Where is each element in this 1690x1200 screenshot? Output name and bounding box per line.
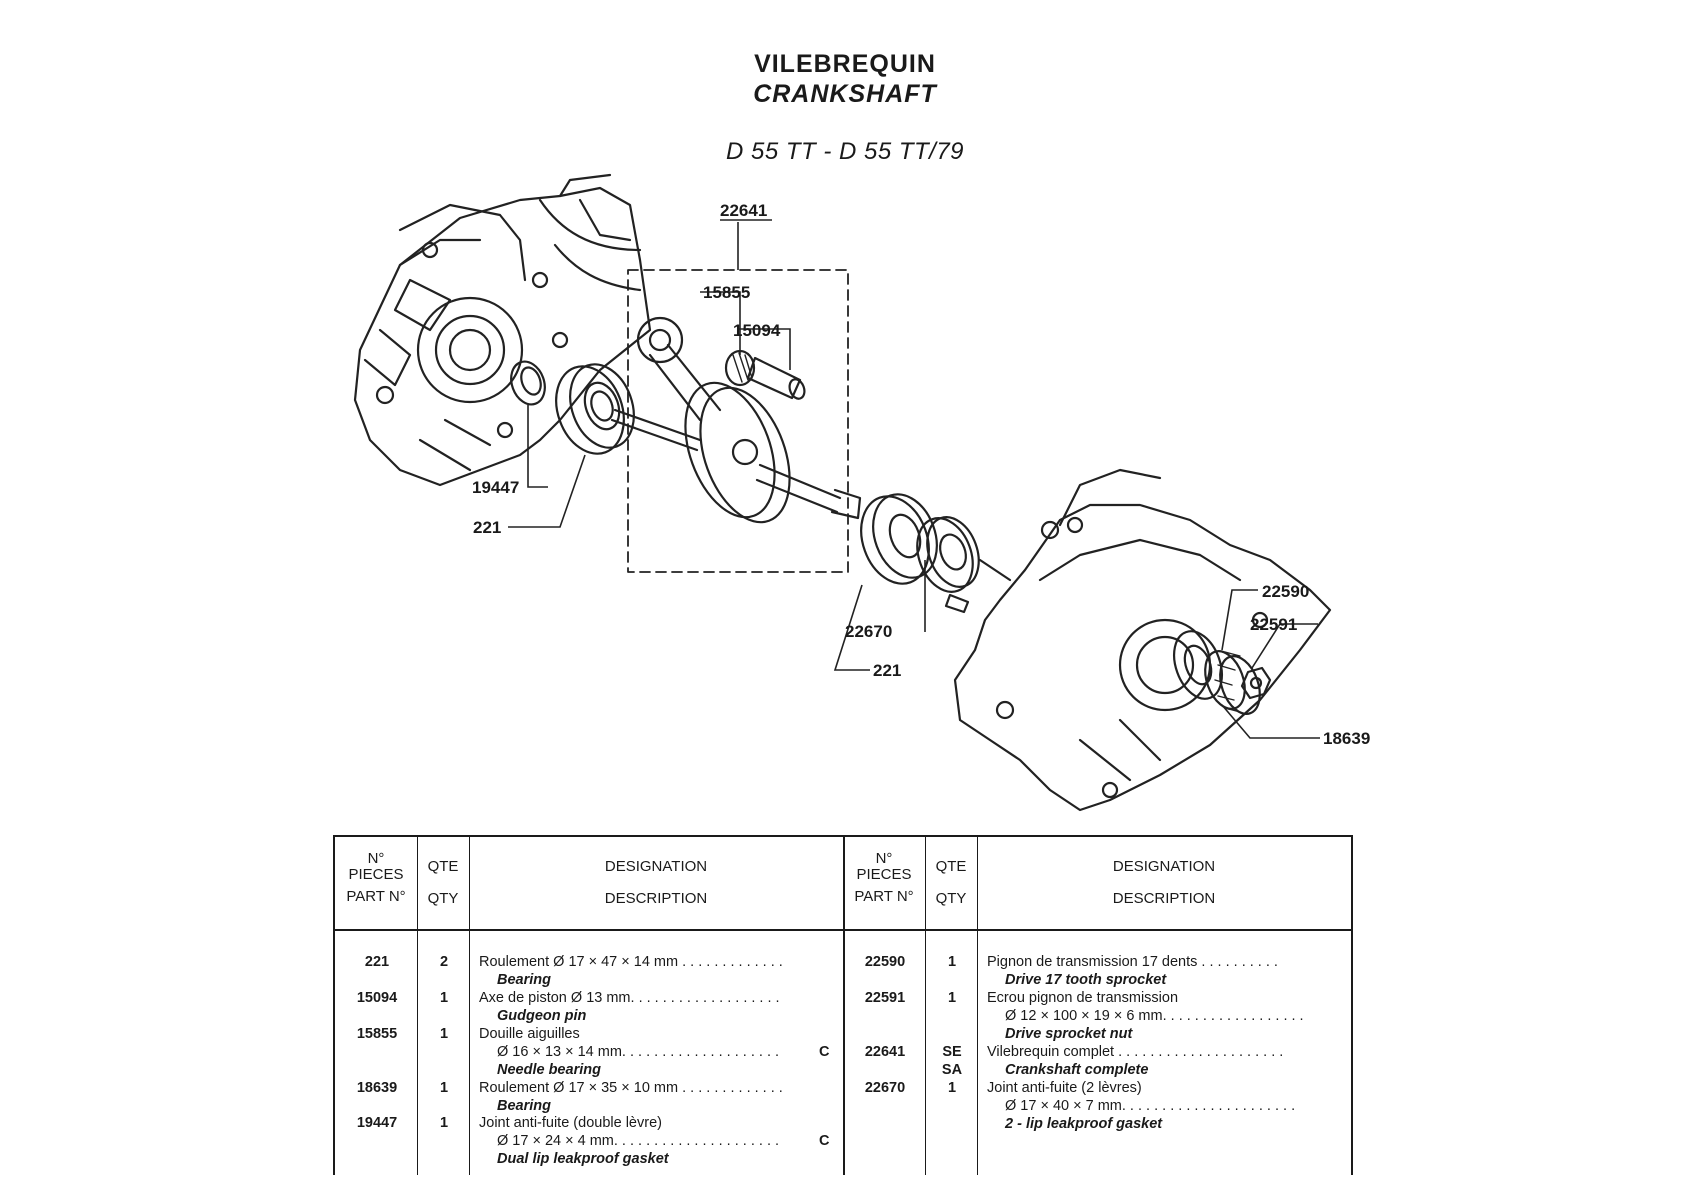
header-qty: QTE QTY <box>417 859 469 907</box>
quantity-line1: SE <box>942 1044 962 1060</box>
crankshaft <box>610 316 862 524</box>
callout-221-right: 221 <box>873 661 901 680</box>
part-number: 18639 <box>356 1080 398 1096</box>
part-number: 15094 <box>356 990 398 1006</box>
header-qty-fr: QTE <box>935 858 967 875</box>
quantity: SE SA <box>927 1043 977 1079</box>
description-en: Bearing <box>497 972 551 988</box>
part-number: 22590 <box>864 954 906 970</box>
callout-22590: 22590 <box>1262 582 1309 601</box>
header-part-no-line2: PIECES <box>856 866 912 883</box>
callout-15094: 15094 <box>733 321 781 340</box>
callout-22670: 22670 <box>845 622 892 641</box>
drive-sprocket-22590 <box>1204 650 1261 715</box>
designation-fr-dims: Ø 17 × 40 × 7 mm. . . . . . . . . . . . … <box>1005 1098 1296 1114</box>
callout-15855: 15855 <box>703 283 750 302</box>
header-designation-en: DESCRIPTION <box>604 890 708 907</box>
crankshaft-assembly-box <box>627 269 849 573</box>
description-en: Gudgeon pin <box>497 1008 587 1024</box>
designation-fr: Roulement Ø 17 × 47 × 14 mm . . . . . . … <box>479 954 783 970</box>
quantity: 1 <box>947 1080 957 1096</box>
callout-18639: 18639 <box>1323 729 1370 748</box>
part-number: 15855 <box>356 1026 398 1042</box>
description-en: Dual lip leakproof gasket <box>497 1151 669 1167</box>
header-part-no-line1: N° <box>367 850 385 867</box>
designation-fr: Pignon de transmission 17 dents . . . . … <box>987 954 1278 970</box>
description-en: Needle bearing <box>497 1062 601 1078</box>
sprocket-nut-22591 <box>1240 666 1272 700</box>
quantity: 1 <box>439 1115 449 1131</box>
quantity: 1 <box>947 954 957 970</box>
quantity: 1 <box>947 990 957 1006</box>
header-part-no-line2: PIECES <box>348 866 404 883</box>
col-divider <box>925 837 926 1175</box>
col-divider <box>843 837 845 1175</box>
header-designation: DESIGNATION DESCRIPTION <box>469 859 843 907</box>
designation-fr: Joint anti-fuite (double lèvre) <box>479 1115 662 1131</box>
designation-fr: Roulement Ø 17 × 35 × 10 mm . . . . . . … <box>479 1080 783 1096</box>
model-designation: D 55 TT - D 55 TT/79 <box>725 138 965 165</box>
designation-fr: Joint anti-fuite (2 lèvres) <box>987 1080 1142 1096</box>
description-en: Bearing <box>497 1098 551 1114</box>
code-letter: C <box>819 1044 830 1060</box>
designation-fr: Douille aiguilles <box>479 1026 580 1042</box>
title-fr: VILEBREQUIN <box>754 50 936 78</box>
header-qty-en: QTY <box>935 890 967 907</box>
designation-fr: Vilebrequin complet . . . . . . . . . . … <box>987 1044 1284 1060</box>
header-qty-right: QTE QTY <box>925 859 977 907</box>
callout-19447: 19447 <box>472 478 519 497</box>
callout-22591: 22591 <box>1250 615 1297 634</box>
designation-fr-dims: Ø 17 × 24 × 4 mm. . . . . . . . . . . . … <box>497 1133 780 1149</box>
header-part-no-en: PART N° <box>854 888 914 905</box>
description-en: Crankshaft complete <box>1005 1062 1149 1078</box>
bearing-18639 <box>1173 630 1223 700</box>
quantity: 1 <box>439 1080 449 1096</box>
callout-22641: 22641 <box>720 201 767 220</box>
header-part-no-right: N° PIECES PART N° <box>843 851 925 905</box>
part-number: 221 <box>364 954 390 970</box>
right-crankcase-half <box>953 468 1332 812</box>
header-qty-fr: QTE <box>427 858 459 875</box>
header-designation-en: DESCRIPTION <box>1112 890 1216 907</box>
header-qty-en: QTY <box>427 890 459 907</box>
designation-fr: Ecrou pignon de transmission <box>987 990 1179 1006</box>
oil-seal-19447 <box>510 360 546 406</box>
exploded-crankshaft-diagram: 22641 15855 15094 19447 221 22670 221 22… <box>353 173 1370 812</box>
header-designation-fr: DESIGNATION <box>1112 858 1216 875</box>
header-divider <box>335 929 1351 931</box>
part-number: 19447 <box>356 1115 398 1131</box>
designation-fr-dims: Ø 16 × 13 × 14 mm. . . . . . . . . . . .… <box>497 1044 780 1060</box>
header-part-no-line1: N° <box>875 850 893 867</box>
header-designation-fr: DESIGNATION <box>604 858 708 875</box>
quantity: 1 <box>439 990 449 1006</box>
bearing-221-left <box>555 363 635 455</box>
quantity: 2 <box>439 954 449 970</box>
part-number: 22670 <box>864 1080 906 1096</box>
bearing-221-right <box>860 493 938 585</box>
oil-seal-22670 <box>916 516 980 593</box>
part-number: 22591 <box>864 990 906 1006</box>
description-en: Drive sprocket nut <box>1005 1026 1133 1042</box>
description-en: Drive 17 tooth sprocket <box>1005 972 1167 988</box>
gudgeon-pin-15094 <box>746 356 806 400</box>
col-divider <box>977 837 978 1175</box>
designation-fr-dims: Ø 12 × 100 × 19 × 6 mm. . . . . . . . . … <box>1005 1008 1304 1024</box>
description-en: 2 - lip leakproof gasket <box>1005 1116 1163 1132</box>
col-divider <box>469 837 470 1175</box>
header-part-no: N° PIECES PART N° <box>335 851 417 905</box>
parts-table: N° PIECES PART N° QTE QTY DESIGNATION DE… <box>333 835 1353 1175</box>
part-number: 22641 <box>864 1044 906 1060</box>
header-part-no-en: PART N° <box>346 888 406 905</box>
code-letter: C <box>819 1133 830 1149</box>
quantity-line2: SA <box>941 1062 963 1078</box>
callout-221-left: 221 <box>473 518 501 537</box>
title-en: CRANKSHAFT <box>753 80 937 108</box>
col-divider <box>417 837 418 1175</box>
designation-fr: Axe de piston Ø 13 mm. . . . . . . . . .… <box>479 990 780 1006</box>
header-designation-right: DESIGNATION DESCRIPTION <box>977 859 1351 907</box>
quantity: 1 <box>439 1026 449 1042</box>
left-crankcase-half <box>353 173 652 487</box>
